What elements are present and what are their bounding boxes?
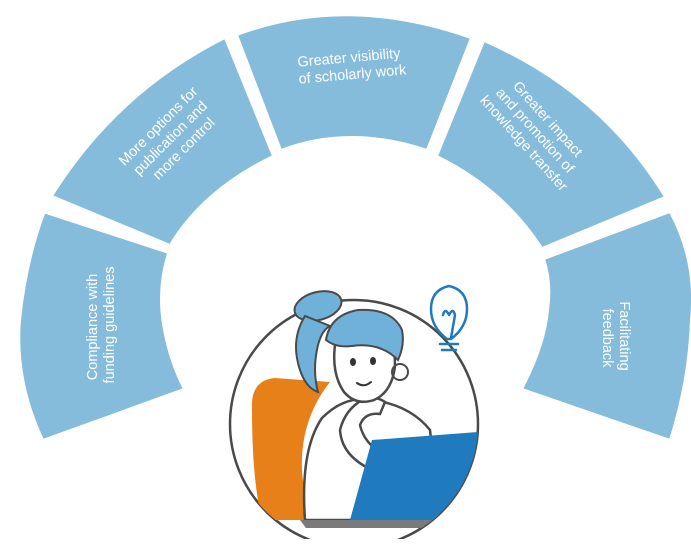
- hair-top: [324, 308, 404, 362]
- hair-bun: [293, 290, 343, 322]
- center-illustration: [228, 284, 480, 544]
- segment-publication-options: More options for publication and more co…: [50, 36, 275, 247]
- right-eye: [370, 357, 376, 365]
- segment-feedback-line-2: feedback: [599, 309, 615, 369]
- lightbulb-icon: [429, 284, 469, 352]
- person-head: [293, 290, 409, 403]
- segment-feedback-label: Facilitating feedback: [599, 301, 632, 374]
- laptop-base: [300, 520, 478, 528]
- segment-compliance: Compliance with funding guidelines: [18, 211, 186, 442]
- segment-feedback: Facilitating feedback: [520, 210, 691, 442]
- segment-feedback-line-1: Facilitating: [616, 301, 632, 370]
- earring: [391, 363, 409, 381]
- segment-compliance-line-1: Compliance with: [85, 274, 101, 380]
- segment-compliance-line-2: funding guidelines: [102, 267, 118, 384]
- mouth: [356, 381, 372, 387]
- laptop-shape: [350, 432, 478, 520]
- chair-shape: [251, 378, 330, 520]
- left-eye: [350, 358, 356, 366]
- segment-visibility: Greater visibility of scholarly work: [235, 14, 473, 152]
- ponytail: [295, 314, 333, 394]
- segment-impact: Greater impact and promotion of knowledg…: [435, 39, 667, 250]
- segment-compliance-label: Compliance with funding guidelines: [85, 267, 118, 384]
- face: [333, 336, 397, 403]
